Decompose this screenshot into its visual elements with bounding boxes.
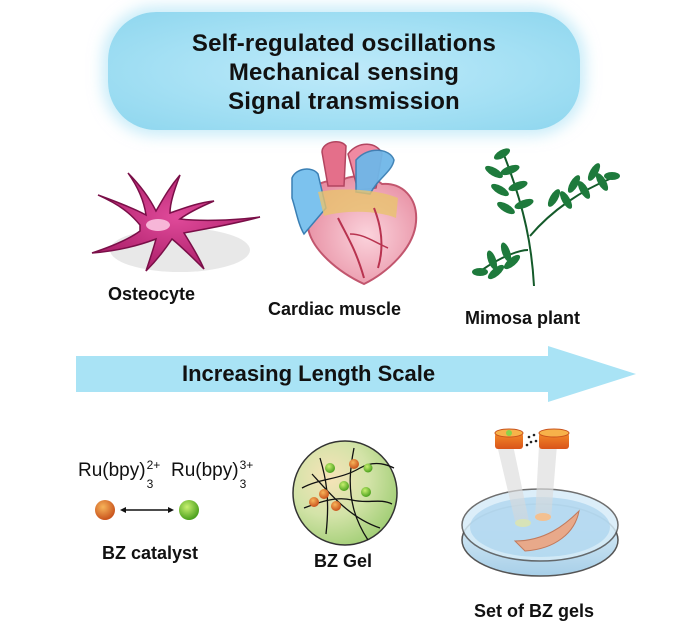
mimosa-leaf-icon	[472, 148, 620, 287]
banner-line-transmission: Signal transmission	[228, 88, 460, 115]
banner-line-sensing: Mechanical sensing	[228, 59, 460, 86]
catalyst-redox-icon	[95, 500, 199, 520]
mimosa-plant-label: Mimosa plant	[465, 308, 581, 328]
banner-line-oscillations: Self-regulated oscillations	[191, 30, 497, 57]
gel-sphere-icon	[292, 440, 398, 546]
formula-base: Ru(bpy)	[78, 460, 146, 481]
bz-gel-label: BZ Gel	[314, 551, 373, 571]
formula-charge: 2+	[146, 458, 161, 472]
bz-gels-set-label: Set of BZ gels	[474, 601, 595, 621]
cardiac-muscle-label: Cardiac muscle	[268, 299, 402, 319]
formula-base: Ru(bpy)	[171, 460, 239, 481]
catalyst-oxidized-formula: Ru(bpy) 3+ 3	[171, 458, 257, 491]
properties-banner: Self-regulated oscillations Mechanical s…	[108, 12, 580, 130]
catalyst-reduced-formula: Ru(bpy) 2+ 3	[78, 458, 164, 491]
formula-subscript: 3	[146, 477, 154, 491]
formula-subscript: 3	[239, 477, 247, 491]
osteocyte-cell-icon	[91, 172, 261, 272]
bz-catalyst-label: BZ catalyst	[102, 543, 199, 563]
osteocyte-label: Osteocyte	[108, 284, 196, 304]
length-scale-label: Increasing Length Scale	[182, 361, 436, 386]
heart-icon	[291, 141, 418, 286]
petri-dish-icon	[461, 428, 619, 577]
formula-charge: 3+	[239, 458, 254, 472]
